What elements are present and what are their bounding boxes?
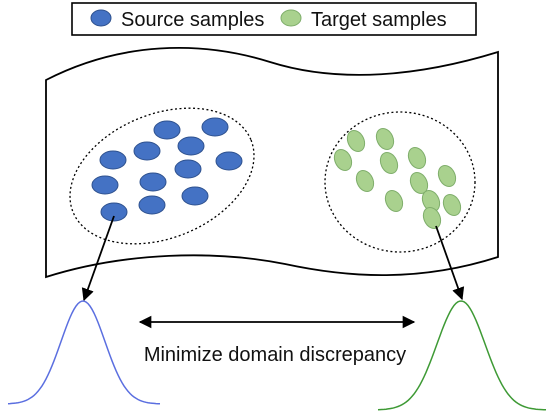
source-sample xyxy=(139,172,167,192)
source-sample xyxy=(100,202,128,222)
target-sample xyxy=(346,129,366,153)
caption: Minimize domain discrepancy xyxy=(144,344,406,366)
source-sample xyxy=(153,120,181,140)
target-cluster-boundary xyxy=(324,111,476,253)
target-sample xyxy=(384,189,404,213)
target-sample xyxy=(355,169,375,193)
legend-box xyxy=(71,2,477,36)
source-sample xyxy=(201,117,229,137)
target-sample xyxy=(442,193,462,217)
legend-target-label: Target samples xyxy=(311,9,447,31)
target-cluster xyxy=(324,111,476,253)
legend-target-marker xyxy=(280,9,302,27)
target-projection-arrow xyxy=(435,225,465,301)
source-projection-arrow xyxy=(81,215,115,302)
source-distribution-curve xyxy=(7,300,161,405)
target-sample xyxy=(333,148,353,172)
target-sample xyxy=(437,164,457,188)
feature-manifold xyxy=(45,47,499,279)
source-sample xyxy=(138,195,166,215)
source-sample xyxy=(99,150,127,170)
source-sample xyxy=(133,141,161,161)
target-sample xyxy=(379,151,399,175)
legend-source-marker xyxy=(90,9,112,27)
target-sample xyxy=(375,127,395,151)
source-sample xyxy=(215,151,243,171)
legend-source-label: Source samples xyxy=(121,9,264,31)
source-sample xyxy=(91,175,119,195)
target-distribution-curve xyxy=(377,300,547,411)
source-cluster xyxy=(69,107,255,245)
target-sample xyxy=(407,146,427,170)
source-sample xyxy=(177,136,205,156)
source-sample xyxy=(181,186,209,206)
source-sample xyxy=(174,159,202,179)
source-cluster-boundary xyxy=(69,107,255,245)
legend: Source samples Target samples xyxy=(71,2,477,36)
